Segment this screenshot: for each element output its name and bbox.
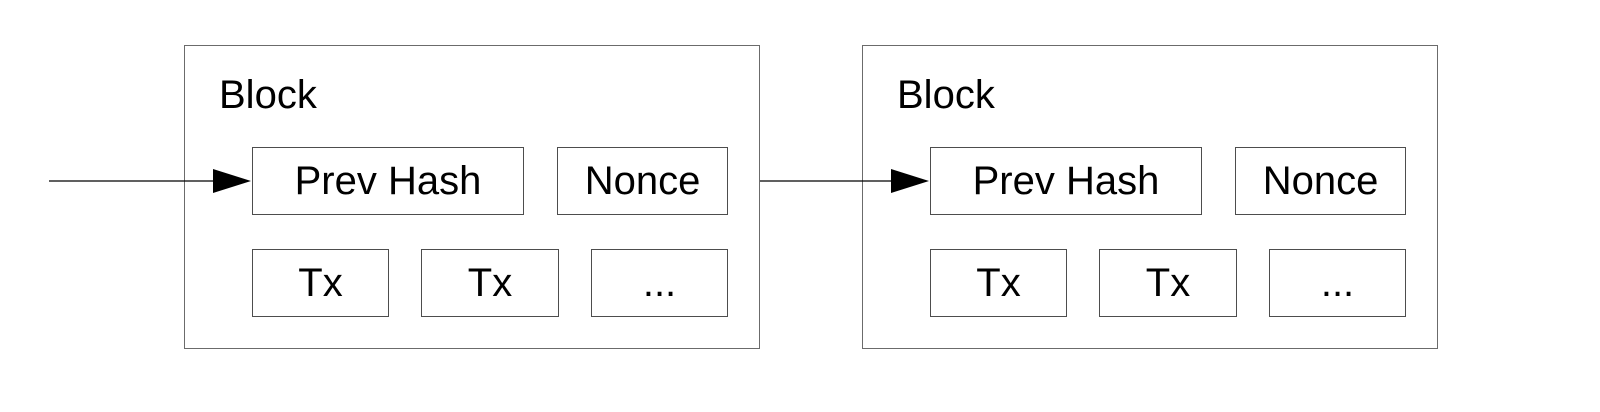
block-1: Block Prev Hash Nonce Tx Tx ... (184, 45, 760, 349)
block-1-nonce-field: Nonce (557, 147, 728, 215)
block-2-title: Block (897, 73, 995, 117)
block-1-tx-field-2: Tx (421, 249, 559, 317)
block-2-nonce-field: Nonce (1235, 147, 1406, 215)
block-2-tx-field-2: Tx (1099, 249, 1237, 317)
block-1-title: Block (219, 73, 317, 117)
block-2-tx-ellipsis-field: ... (1269, 249, 1406, 317)
block-1-tx-ellipsis-field: ... (591, 249, 728, 317)
block-2-prev-hash-field: Prev Hash (930, 147, 1202, 215)
block-1-tx-field-1: Tx (252, 249, 389, 317)
block-2: Block Prev Hash Nonce Tx Tx ... (862, 45, 1438, 349)
block-2-tx-field-1: Tx (930, 249, 1067, 317)
block-1-prev-hash-field: Prev Hash (252, 147, 524, 215)
